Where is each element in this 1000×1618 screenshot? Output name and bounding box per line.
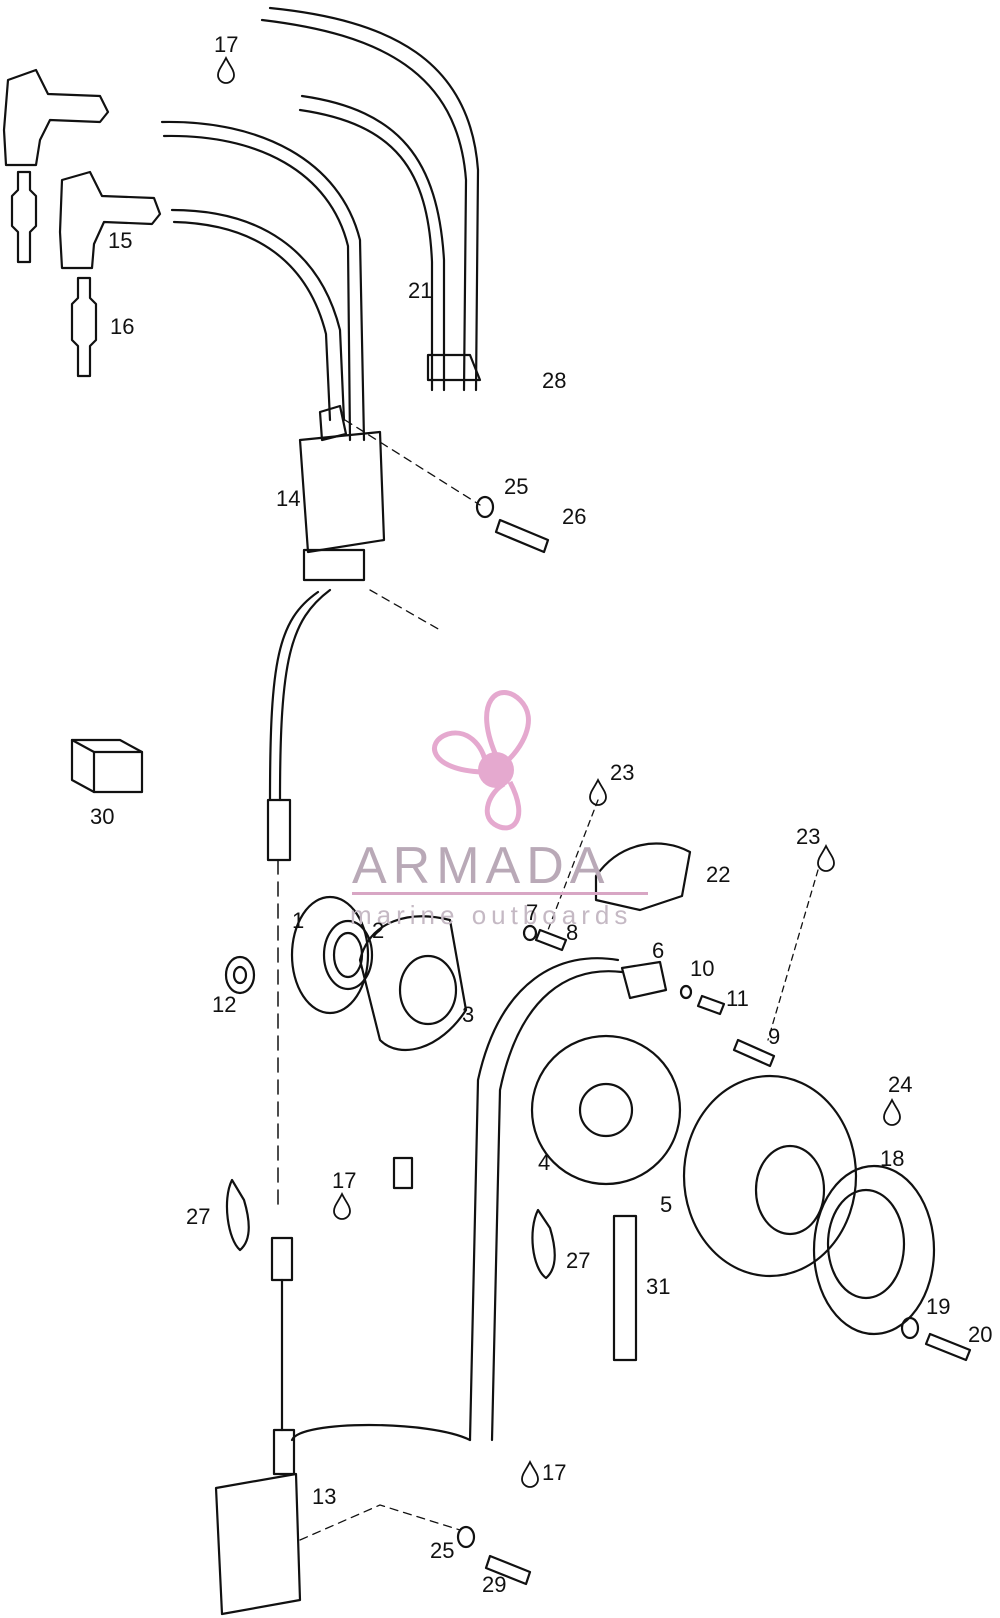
washer-19: [900, 1316, 920, 1340]
part-label-16: 16: [110, 314, 135, 339]
o-ring-1: [290, 895, 370, 1015]
watermark-tagline: marine outboards: [350, 900, 633, 930]
grommet-12: [224, 955, 256, 995]
part-label-25: 25: [504, 474, 529, 499]
part-label-26: 26: [562, 504, 587, 529]
part-label-19: 19: [926, 1294, 951, 1319]
part-label-2: 2: [372, 918, 385, 943]
part-label-29: 29: [482, 1572, 507, 1597]
part-label-3: 3: [462, 1002, 475, 1027]
part-label-18: 18: [880, 1146, 905, 1171]
ignition-coil-14: [298, 404, 386, 582]
watermark-brand: ARMADA: [352, 837, 611, 895]
part-label-10: 10: [690, 956, 715, 981]
part-label-28: 28: [542, 368, 567, 393]
part-label-31: 31: [646, 1274, 671, 1299]
part-label-17: 17: [332, 1168, 357, 1193]
stator-4: [530, 1034, 682, 1186]
wire-connector-lower: [270, 1236, 294, 1282]
tie-strap-27-right: [531, 1208, 556, 1280]
coil-bolt-26: [494, 518, 550, 554]
part-label-5: 5: [660, 1192, 673, 1217]
part-label-20: 20: [968, 1322, 993, 1347]
high-tension-wire-21: [160, 6, 482, 442]
washer-7: [522, 924, 538, 942]
part-label-6: 6: [652, 938, 665, 963]
drop-icon: [883, 1097, 901, 1126]
screw-8: [534, 928, 568, 952]
drop-icon: [217, 55, 235, 84]
tie-strap-27-left: [225, 1178, 250, 1252]
trigger-ring-18: [812, 1164, 936, 1336]
washer-25-top: [475, 495, 495, 519]
part-label-25: 25: [430, 1538, 455, 1563]
part-label-4: 4: [538, 1150, 551, 1175]
wire-connector-upper: [266, 798, 292, 862]
armada-propeller-logo: [432, 690, 531, 831]
screw-11: [696, 994, 726, 1016]
drop-icon: [817, 843, 835, 872]
part-label-27: 27: [566, 1248, 591, 1273]
part-label-22: 22: [706, 862, 731, 887]
flywheel-5: [682, 1074, 858, 1278]
part-label-14: 14: [276, 486, 301, 511]
part-label-23: 23: [610, 760, 635, 785]
stator-housing-3: [358, 915, 468, 1052]
bolt-9: [732, 1038, 776, 1068]
part-label-11: 11: [726, 986, 749, 1011]
drop-icon: [521, 1459, 539, 1488]
drop-icon: [589, 777, 607, 806]
part-label-8: 8: [566, 920, 579, 945]
part-label-12: 12: [212, 992, 237, 1017]
part-label-21: 21: [408, 278, 433, 303]
drop-icon: [333, 1191, 351, 1220]
washer-25-bottom: [456, 1525, 476, 1549]
stator-cover-22: [594, 842, 692, 912]
watermark-divider: [352, 892, 648, 895]
part-label-17: 17: [214, 32, 239, 57]
pickup-coil-6: [620, 960, 668, 1000]
part-label-30: 30: [90, 804, 115, 829]
ignition-module-13: [214, 1428, 302, 1616]
part-label-15: 15: [108, 228, 133, 253]
part-label-13: 13: [312, 1484, 337, 1509]
connector-housing-30: [70, 738, 144, 794]
spark-plug-16: [10, 170, 98, 378]
part-label-1: 1: [292, 908, 305, 933]
sleeve-31: [612, 1214, 638, 1362]
washer-10: [679, 984, 693, 1000]
part-label-24: 24: [888, 1072, 913, 1097]
part-label-17: 17: [542, 1460, 567, 1485]
part-label-23: 23: [796, 824, 821, 849]
spark-plug-cap-15: [2, 68, 162, 270]
bolt-29: [484, 1554, 532, 1586]
bolt-20: [924, 1332, 972, 1362]
part-label-7: 7: [526, 900, 539, 925]
wire-connector-mid: [392, 1156, 414, 1190]
part-label-9: 9: [768, 1024, 781, 1049]
part-label-27: 27: [186, 1204, 211, 1229]
lubricant-drop-icons: [217, 55, 901, 1488]
